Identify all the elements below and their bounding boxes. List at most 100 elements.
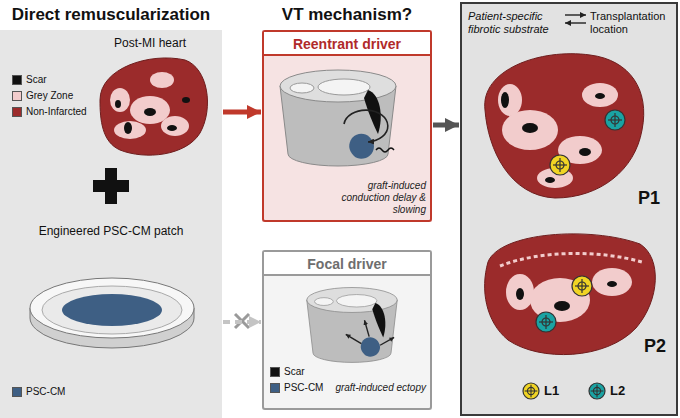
legend-text: PSC-CM [26, 386, 65, 398]
target-icon [588, 382, 606, 400]
heart-illustration [595, 93, 605, 99]
patient-label: P2 [644, 336, 674, 356]
heart-illustration [536, 312, 556, 332]
panel-heading: Patient-specific fibrotic substrate [468, 10, 564, 36]
illustration-label: Engineered PSC-CM patch [10, 224, 212, 238]
legend-entry: Non-Infarcted [12, 106, 87, 118]
heart-illustration [114, 121, 146, 139]
heart-illustration [575, 279, 589, 293]
legend-entry: Scar [12, 74, 47, 86]
connector-arrow [223, 110, 261, 115]
heart-illustration [539, 315, 553, 329]
panel-ground [460, 2, 678, 416]
exchange-arrows [565, 22, 586, 23]
heart-illustration [572, 276, 592, 296]
legend-swatch [270, 383, 280, 393]
heart-illustration [485, 234, 656, 355]
heart-slice-illustration [290, 83, 314, 93]
heart-illustration [516, 288, 524, 300]
heart-illustration [605, 110, 625, 130]
heart-illustration [501, 92, 509, 108]
heart-illustration [485, 234, 656, 355]
heart-illustration [500, 253, 642, 266]
legend-swatch [270, 367, 280, 377]
heart-slice-illustration [349, 134, 374, 159]
target-icon [591, 385, 604, 398]
heart-slice-illustration [361, 337, 380, 356]
heart-slice-illustration [380, 337, 394, 345]
mechanism-box: Reentrant driver graft-induced conduction… [262, 30, 432, 222]
heart-slice-illustration [318, 79, 370, 95]
heart-illustration [522, 123, 538, 133]
heart-slice-illustration [336, 295, 377, 307]
heart-illustration [115, 100, 121, 108]
heart-illustration [498, 84, 522, 116]
heart-illustration [124, 122, 132, 134]
panel: Direct remuscularization [0, 0, 222, 418]
dish-illustration [62, 294, 162, 326]
heart-illustration [553, 158, 567, 172]
heart-illustration [550, 155, 570, 175]
heart-illustration [182, 97, 190, 103]
heart-illustration [161, 116, 189, 136]
heart-illustration [506, 274, 534, 310]
annotation: graft-induced ectopy [326, 382, 426, 394]
dish-illustration [30, 278, 194, 338]
legend-entry: Grey Zone [12, 90, 73, 102]
legend-entry: L2 [588, 382, 625, 400]
heart-slice-illustration [280, 70, 396, 166]
heart-illustration [592, 268, 632, 296]
legend-text: L1 [544, 383, 559, 399]
heart-illustration [605, 110, 625, 130]
legend-entry: L1 [522, 382, 559, 400]
panel-heading: Direct remuscularization [0, 5, 222, 25]
plus-sign [93, 168, 129, 204]
heart-illustration [579, 148, 591, 156]
legend-entry: PSC-CM [12, 386, 65, 398]
legend-swatch [12, 387, 22, 397]
legend-swatch [12, 75, 22, 85]
legend-swatch [12, 107, 22, 117]
heart-slice-illustration [344, 110, 388, 142]
panel-ground [0, 30, 222, 418]
legend-swatch [12, 91, 22, 101]
heart-illustration [607, 281, 617, 287]
heart-slice-illustration [346, 334, 362, 343]
heart-illustration [485, 54, 644, 198]
legend-text: Non-Infarcted [26, 106, 87, 118]
legend-icon [522, 382, 540, 400]
heart-illustration [110, 88, 130, 112]
heart-slice-illustration [376, 148, 394, 152]
heart-illustration [485, 54, 644, 198]
connector-arrow [433, 123, 459, 128]
legend-text: L2 [610, 383, 625, 399]
heart-illustration [536, 312, 556, 332]
box-heading: Focal driver [264, 252, 430, 276]
dish-illustration [42, 286, 182, 334]
heart-illustration [130, 96, 170, 124]
panel-heading: Transplantation location [590, 10, 672, 36]
box-heading: Reentrant driver [264, 32, 430, 56]
heart-illustration [572, 276, 592, 296]
target-icon [523, 383, 539, 399]
box-ground [262, 30, 432, 222]
target-icon [589, 383, 605, 399]
heart-illustration [100, 58, 207, 155]
heart-slice-illustration [372, 303, 385, 337]
annotation: graft-induced conduction delay & slowing [324, 180, 426, 216]
heart-illustration [502, 110, 558, 150]
heart-illustration [554, 301, 570, 311]
patient-label: P1 [638, 188, 672, 208]
heart-slice-illustration [280, 70, 396, 102]
legend-entry: PSC-CM [270, 382, 323, 394]
column-heading: VT mechanism? [262, 5, 432, 25]
legend-text: Grey Zone [26, 90, 73, 102]
heart-slice-illustration [364, 320, 369, 336]
heart-slice-illustration [307, 288, 397, 363]
heart-slice-illustration [307, 288, 397, 313]
target-icon [525, 385, 538, 398]
heart-illustration [144, 108, 156, 116]
box-ground [262, 250, 432, 410]
